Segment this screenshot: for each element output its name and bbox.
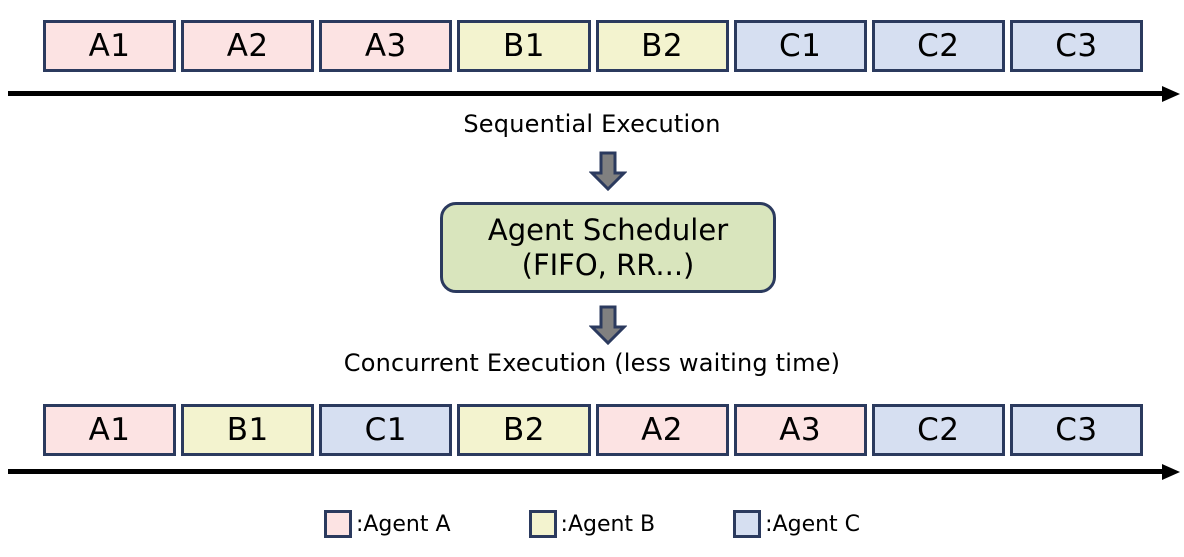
down-block-arrow-icon (589, 151, 627, 191)
down-block-arrow-icon (589, 305, 627, 345)
concurrent-timeline-axis (8, 464, 1180, 480)
legend-item-agent-c: :Agent C (733, 510, 860, 538)
legend: :Agent A :Agent B :Agent C (0, 510, 1184, 538)
task-box: A3 (319, 20, 453, 72)
concurrent-execution-caption: Concurrent Execution (less waiting time) (343, 349, 841, 377)
task-box: A1 (43, 20, 177, 72)
legend-label: :Agent C (765, 511, 861, 537)
task-box: B1 (457, 20, 591, 72)
task-box: C2 (871, 404, 1005, 456)
task-box: A3 (733, 404, 867, 456)
legend-swatch-icon (323, 510, 352, 538)
task-box: C3 (1009, 20, 1143, 72)
task-box: A1 (43, 404, 177, 456)
sequential-timeline-axis (8, 86, 1180, 102)
legend-label: :Agent A (355, 511, 451, 537)
task-box: C3 (1009, 404, 1143, 456)
task-box: B1 (181, 404, 315, 456)
axis-arrowhead-icon (1162, 86, 1180, 102)
task-box: C1 (319, 404, 453, 456)
scheduler-title: Agent Scheduler (487, 213, 729, 248)
task-box: C1 (733, 20, 867, 72)
axis-arrowhead-icon (1162, 464, 1180, 480)
axis-line (8, 469, 1172, 474)
task-box: A2 (181, 20, 315, 72)
task-box: B2 (595, 20, 729, 72)
legend-swatch-icon (528, 510, 557, 538)
axis-line (8, 91, 1172, 96)
sequential-execution-caption: Sequential Execution (463, 110, 721, 138)
sequential-task-row: A1 A2 A3 B1 B2 C1 C2 C3 (43, 20, 1143, 72)
legend-label: :Agent B (560, 511, 656, 537)
legend-swatch-icon (733, 510, 762, 538)
legend-item-agent-a: :Agent A (323, 510, 451, 538)
agent-scheduler-box: Agent Scheduler (FIFO, RR...) (440, 202, 776, 293)
task-box: C2 (871, 20, 1005, 72)
task-box: B2 (457, 404, 591, 456)
scheduler-policies: (FIFO, RR...) (521, 247, 695, 282)
task-box: A2 (595, 404, 729, 456)
concurrent-task-row: A1 B1 C1 B2 A2 A3 C2 C3 (43, 404, 1143, 456)
legend-item-agent-b: :Agent B (528, 510, 656, 538)
